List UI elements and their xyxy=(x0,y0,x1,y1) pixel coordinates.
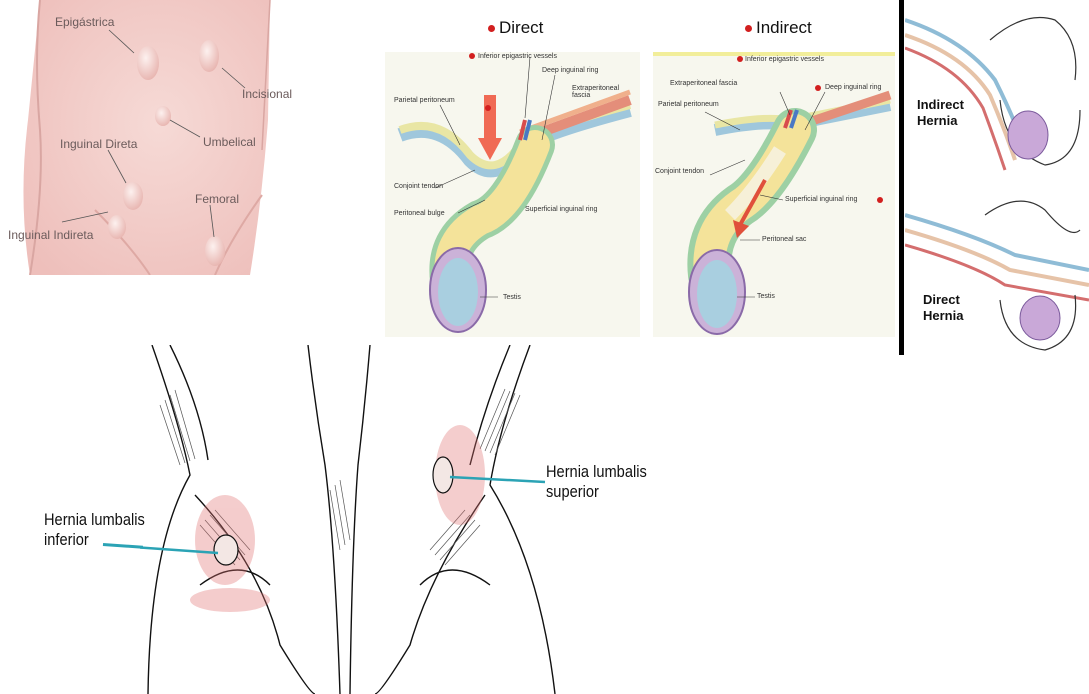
indirect-inguinal-bulge xyxy=(108,215,126,239)
direct-sac-shape xyxy=(1019,295,1061,341)
label-extraperitoneal: Extraperitoneal fascia xyxy=(670,80,738,87)
label-conjoint-tendon: Conjoint tendon xyxy=(655,168,705,175)
side-comparison-drawing xyxy=(905,16,1089,351)
indirect-hernia-diagram: Indirect Inferior epigastric vessels Ext… xyxy=(645,0,900,340)
testis-shape xyxy=(697,260,737,328)
superior-label-line2: superior xyxy=(546,482,599,501)
label-peritoneal-bulge: Peritoneal bulge xyxy=(394,210,445,217)
indirect-hernia-line2: Hernia xyxy=(917,113,958,128)
indirect-sac-shape xyxy=(1007,110,1049,160)
inferior-label-line1: Hernia lumbalis xyxy=(44,510,145,529)
label-parietal-peritoneum: Parietal peritoneum xyxy=(658,101,719,108)
direct-hernia-diagram: Direct Inferior epigastric vessels Deep … xyxy=(360,0,645,340)
direct-hernia-drawing xyxy=(385,52,640,337)
direct-hernia-line1: Direct xyxy=(923,292,960,307)
direct-inguinal-bulge xyxy=(123,182,143,210)
abdomen-drawing xyxy=(23,0,271,275)
label-epigastrica: Epigástrica xyxy=(55,15,115,29)
abdomen-hernia-sites-illustration: Epigástrica Incisional Umbelical Inguina… xyxy=(0,0,295,275)
hernia-lumbalis-inferior-label: Hernia lumbalis inferior xyxy=(44,510,145,550)
label-inguinal-indireta: Inguinal Indireta xyxy=(8,228,94,242)
direct-title-text: Direct xyxy=(499,18,544,37)
panel-divider xyxy=(899,0,904,355)
label-inferior-epigastric: Inferior epigastric vessels xyxy=(478,53,557,60)
red-dot-icon xyxy=(745,25,752,33)
label-conjoint-tendon: Conjoint tendon xyxy=(394,183,444,190)
label-incisional: Incisional xyxy=(242,87,293,101)
label-testis: Testis xyxy=(757,293,775,300)
inferior-label-line2: inferior xyxy=(44,530,89,549)
indirect-title: Indirect xyxy=(745,18,812,38)
superior-lumbar-hernia-bulge xyxy=(432,456,454,494)
umbilical-bulge xyxy=(155,106,171,126)
direct-hernia-line2: Hernia xyxy=(923,308,964,323)
label-peritoneal-sac: Peritoneal sac xyxy=(762,236,807,243)
indirect-hernia-drawing xyxy=(653,52,895,337)
label-inguinal-direta: Inguinal Direta xyxy=(60,137,138,151)
lumbar-hernia-illustration xyxy=(140,345,560,694)
indirect-hernia-line1: Indirect xyxy=(917,97,964,112)
superior-leader-line xyxy=(449,475,546,484)
red-dot-icon xyxy=(488,25,495,33)
label-inferior-epigastric: Inferior epigastric vessels xyxy=(745,56,824,63)
label-umbelical: Umbelical xyxy=(203,135,256,149)
indirect-title-text: Indirect xyxy=(756,18,812,37)
side-comparison-panel: Indirect Hernia Direct Hernia xyxy=(905,0,1089,360)
label-parietal-peritoneum: Parietal peritoneum xyxy=(394,97,455,104)
direct-hernia-label: Direct Hernia xyxy=(923,292,963,324)
inferior-lumbar-hernia-bulge xyxy=(213,534,239,566)
lumbar-back-drawing xyxy=(140,345,556,694)
hernia-lumbalis-superior-label: Hernia lumbalis superior xyxy=(546,462,647,502)
direct-title: Direct xyxy=(488,18,543,38)
femoral-bulge xyxy=(205,236,225,266)
superior-label-line1: Hernia lumbalis xyxy=(546,462,647,481)
label-superficial-ring: Superficial inguinal ring xyxy=(525,206,598,213)
epigastric-bulge xyxy=(137,46,159,80)
inferior-leader-line xyxy=(140,546,219,555)
label-deep-ring: Deep inguinal ring xyxy=(542,67,599,74)
label-extraperitoneal: Extraperitoneal fascia xyxy=(572,85,620,99)
label-superficial-ring: Superficial inguinal ring xyxy=(785,196,858,203)
label-testis: Testis xyxy=(503,294,521,301)
label-deep-ring: Deep inguinal ring xyxy=(825,84,882,91)
incisional-bulge xyxy=(199,40,219,72)
indirect-hernia-label: Indirect Hernia xyxy=(917,97,964,129)
label-femoral: Femoral xyxy=(195,192,240,206)
testis-shape xyxy=(438,258,478,326)
